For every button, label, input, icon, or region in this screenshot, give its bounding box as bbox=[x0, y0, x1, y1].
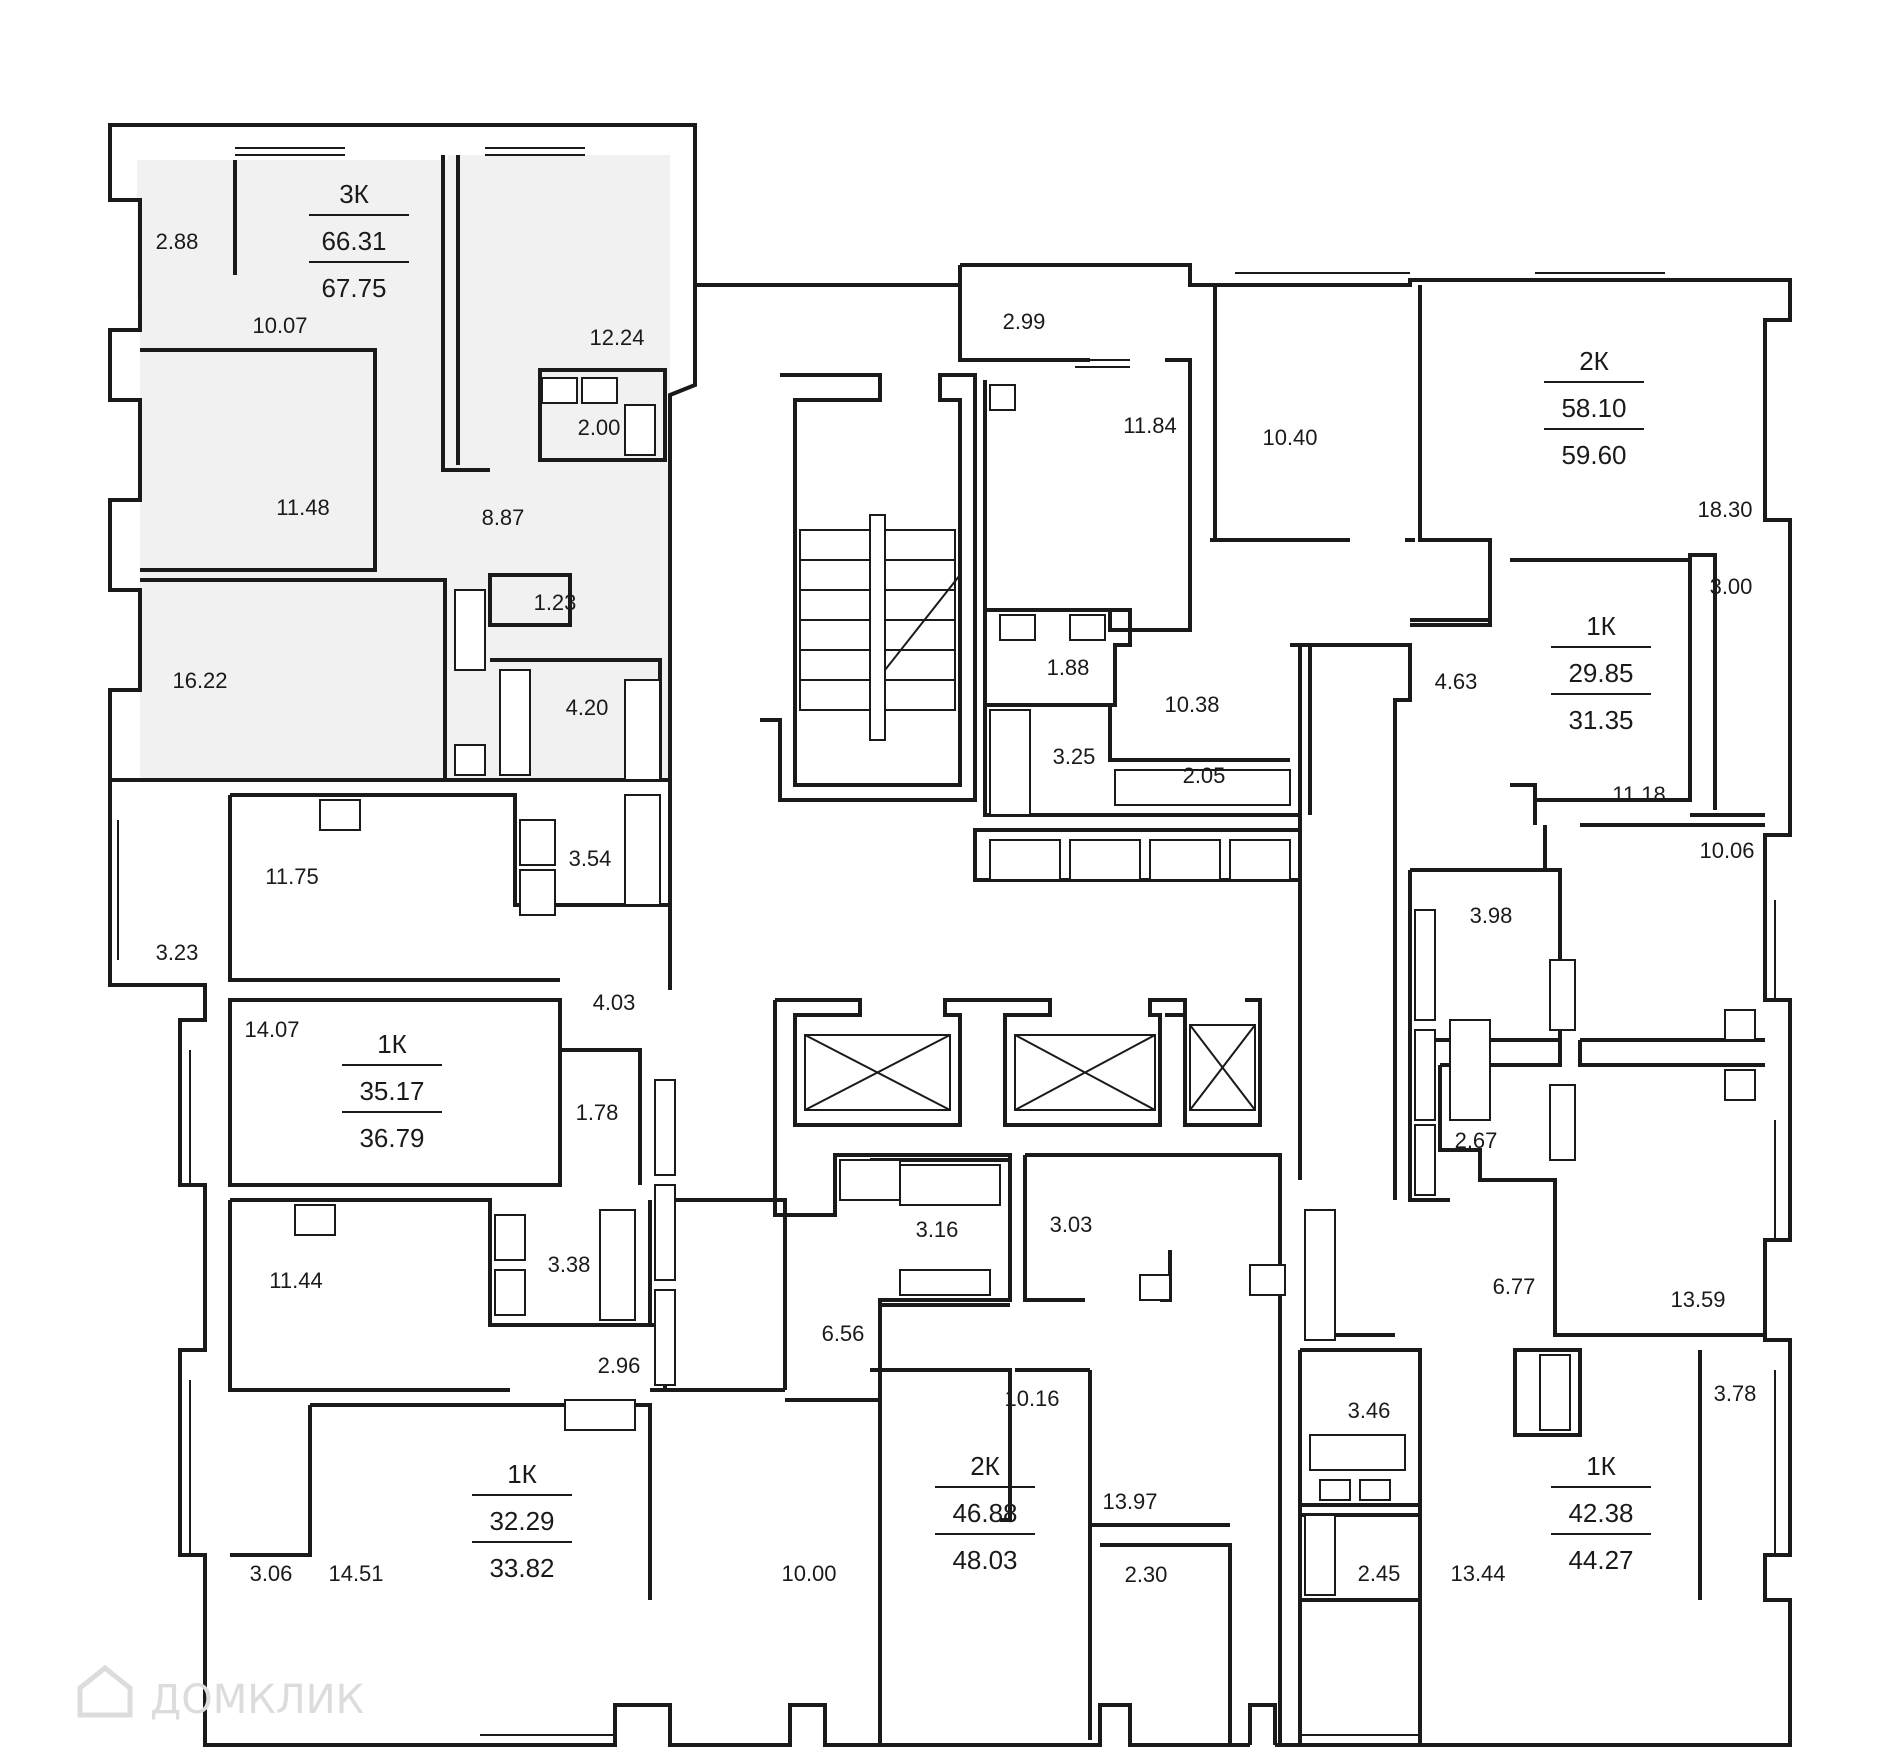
room-area: 8.87 bbox=[482, 505, 525, 530]
total-area: 59.60 bbox=[1561, 440, 1626, 470]
total-area: 31.35 bbox=[1568, 705, 1633, 735]
room-area: 3.98 bbox=[1470, 903, 1513, 928]
room-area: 1.88 bbox=[1047, 655, 1090, 680]
apartment-label-2k-bottom: 2К 46.88 48.03 bbox=[935, 1451, 1035, 1575]
living-area: 29.85 bbox=[1568, 658, 1633, 688]
apartment-type: 2К bbox=[970, 1451, 1000, 1481]
room-area: 2.96 bbox=[598, 1353, 641, 1378]
watermark-text: ДОМКЛИК bbox=[150, 1677, 364, 1723]
room-area: 6.56 bbox=[822, 1321, 865, 1346]
room-area: 4.03 bbox=[593, 990, 636, 1015]
living-area: 42.38 bbox=[1568, 1498, 1633, 1528]
room-area: 2.30 bbox=[1125, 1562, 1168, 1587]
room-area: 4.20 bbox=[566, 695, 609, 720]
room-area: 2.99 bbox=[1003, 309, 1046, 334]
living-area: 58.10 bbox=[1561, 393, 1626, 423]
room-area: 1.23 bbox=[534, 590, 577, 615]
room-area: 4.63 bbox=[1435, 669, 1478, 694]
room-area: 10.06 bbox=[1699, 838, 1754, 863]
apartment-label-2k-top: 2К 58.10 59.60 bbox=[1544, 346, 1644, 470]
watermark: ДОМКЛИК bbox=[77, 1664, 364, 1723]
outer-walls bbox=[108, 123, 1792, 1747]
total-area: 33.82 bbox=[489, 1553, 554, 1583]
room-area: 2.67 bbox=[1455, 1128, 1498, 1153]
balcony-frames bbox=[1075, 359, 1230, 1526]
room-area: 11.44 bbox=[269, 1268, 322, 1293]
living-area: 35.17 bbox=[359, 1076, 424, 1106]
internal-walls-center-top bbox=[973, 285, 1492, 1200]
fixtures bbox=[294, 377, 1756, 1596]
room-area: 3.46 bbox=[1348, 1398, 1391, 1423]
room-area: 3.00 bbox=[1710, 574, 1753, 599]
apartment-label-1k-left-mid: 1К 35.17 36.79 bbox=[342, 1029, 442, 1153]
apartment-type: 1К bbox=[1586, 1451, 1616, 1481]
room-area: 13.97 bbox=[1102, 1489, 1157, 1514]
room-area: 10.07 bbox=[252, 313, 307, 338]
room-area: 2.05 bbox=[1183, 763, 1226, 788]
room-area: 10.40 bbox=[1262, 425, 1317, 450]
room-area: 3.16 bbox=[916, 1217, 959, 1242]
room-area: 14.07 bbox=[244, 1017, 299, 1042]
room-area: 11.18 bbox=[1612, 782, 1665, 807]
apartment-label-3k: 3К 66.31 67.75 bbox=[309, 179, 409, 303]
room-area: 2.88 bbox=[156, 229, 199, 254]
room-area: 14.51 bbox=[328, 1561, 383, 1586]
apartment-label-1k-right-bottom: 1К 42.38 44.27 bbox=[1551, 1451, 1651, 1575]
room-labels: 2.88 10.07 12.24 2.00 11.48 8.87 16.22 1… bbox=[156, 229, 1757, 1587]
total-area: 36.79 bbox=[359, 1123, 424, 1153]
room-area: 10.38 bbox=[1164, 692, 1219, 717]
room-area: 10.16 bbox=[1004, 1386, 1059, 1411]
room-area: 3.23 bbox=[156, 940, 199, 965]
room-area: 2.45 bbox=[1358, 1561, 1401, 1586]
room-area: 11.48 bbox=[276, 495, 329, 520]
room-area: 11.75 bbox=[265, 864, 318, 889]
total-area: 67.75 bbox=[321, 273, 386, 303]
elevator-shafts bbox=[773, 998, 1282, 1402]
house-logo-icon bbox=[77, 1664, 133, 1718]
apartment-label-1k-left-bottom: 1К 32.29 33.82 bbox=[472, 1459, 572, 1583]
apartment-label-1k-right: 1К 29.85 31.35 bbox=[1551, 611, 1651, 735]
room-area: 10.00 bbox=[781, 1561, 836, 1586]
stair-core bbox=[760, 373, 977, 802]
windows bbox=[117, 147, 1776, 1736]
living-area: 32.29 bbox=[489, 1506, 554, 1536]
room-area: 3.03 bbox=[1050, 1212, 1093, 1237]
room-area: 3.38 bbox=[548, 1252, 591, 1277]
living-area: 46.88 bbox=[952, 1498, 1017, 1528]
living-area: 66.31 bbox=[321, 226, 386, 256]
total-area: 48.03 bbox=[952, 1545, 1017, 1575]
total-area: 44.27 bbox=[1568, 1545, 1633, 1575]
apartment-type: 1К bbox=[1586, 611, 1616, 641]
room-area: 3.54 bbox=[569, 846, 612, 871]
room-area: 6.77 bbox=[1493, 1274, 1536, 1299]
internal-walls-center-bottom bbox=[870, 1158, 1232, 1745]
apartment-type: 1К bbox=[507, 1459, 537, 1489]
room-area: 3.06 bbox=[250, 1561, 293, 1586]
room-area: 2.00 bbox=[578, 415, 621, 440]
room-area: 12.24 bbox=[589, 325, 644, 350]
apartment-type: 1К bbox=[377, 1029, 407, 1059]
room-area: 13.44 bbox=[1450, 1561, 1505, 1586]
room-area: 1.78 bbox=[576, 1100, 619, 1125]
room-area: 16.22 bbox=[172, 668, 227, 693]
room-area: 13.59 bbox=[1670, 1287, 1725, 1312]
apartment-type: 3К bbox=[339, 179, 369, 209]
room-area: 3.25 bbox=[1053, 744, 1096, 769]
internal-walls-right bbox=[1278, 553, 1765, 1745]
room-area: 18.30 bbox=[1697, 497, 1752, 522]
apartment-type: 2К bbox=[1579, 346, 1609, 376]
room-area: 11.84 bbox=[1123, 413, 1176, 438]
room-area: 3.78 bbox=[1714, 1381, 1757, 1406]
